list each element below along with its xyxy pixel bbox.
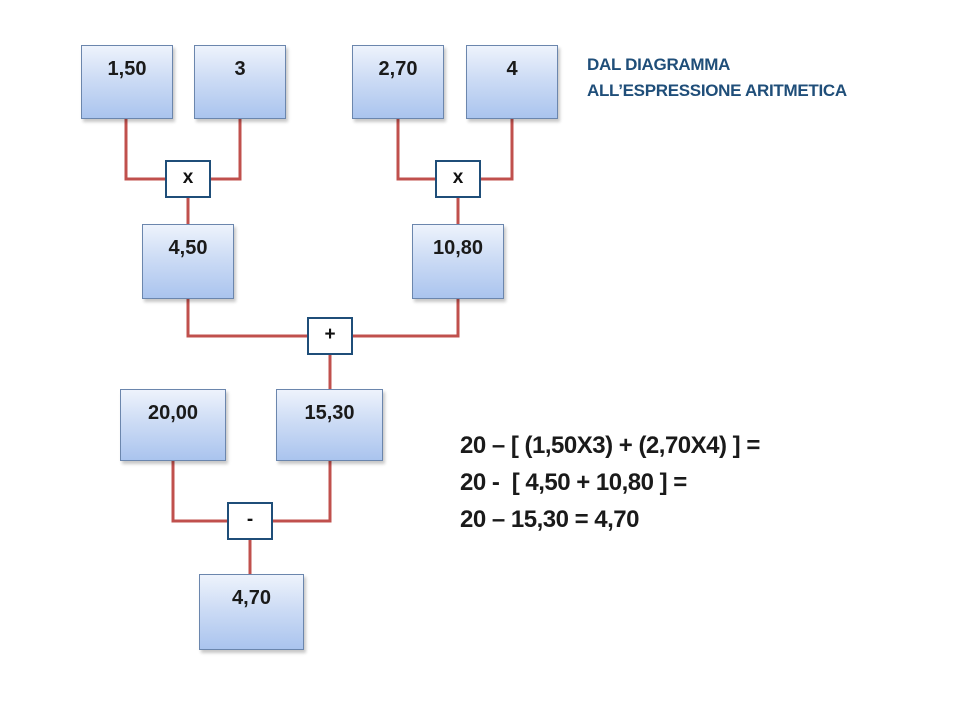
node-20-00: 20,00 [120,389,226,461]
slide-title: DAL DIAGRAMMA ALL’ESPRESSIONE ARITMETICA [587,52,847,104]
node-10-80: 10,80 [412,224,504,299]
node-4-70: 4,70 [199,574,304,650]
node-2-70: 2,70 [352,45,444,119]
operator-multiply-right: x [435,160,481,198]
node-4-50: 4,50 [142,224,234,299]
node-15-30: 15,30 [276,389,383,461]
connector-3-to-mul [211,119,242,181]
operator-add: + [307,317,353,355]
expression-line-2: 20 - [ 4,50 + 10,80 ] = [460,469,687,496]
connector-450-to-add [186,299,307,338]
slide-title-line-1: DAL DIAGRAMMA [587,55,731,74]
node-1-50: 1,50 [81,45,173,119]
expression-line-3: 20 – 15,30 = 4,70 [460,506,639,533]
operator-subtract: - [227,502,273,540]
connector-270-to-mul [396,119,435,181]
connector-1530-to-sub [273,461,332,523]
connector-2000-to-sub [171,461,227,523]
connector-150-to-mul [124,119,165,181]
node-4: 4 [466,45,558,119]
operator-multiply-left: x [165,160,211,198]
slide-title-line-2: ALL’ESPRESSIONE ARITMETICA [587,81,847,100]
expression-line-1: 20 – [ (1,50X3) + (2,70X4) ] = [460,432,760,459]
connector-1080-to-add [353,299,460,338]
node-3: 3 [194,45,286,119]
arithmetic-expression: 20 – [ (1,50X3) + (2,70X4) ] = 20 - [ 4,… [460,427,760,538]
connector-4-to-mul [481,119,514,181]
